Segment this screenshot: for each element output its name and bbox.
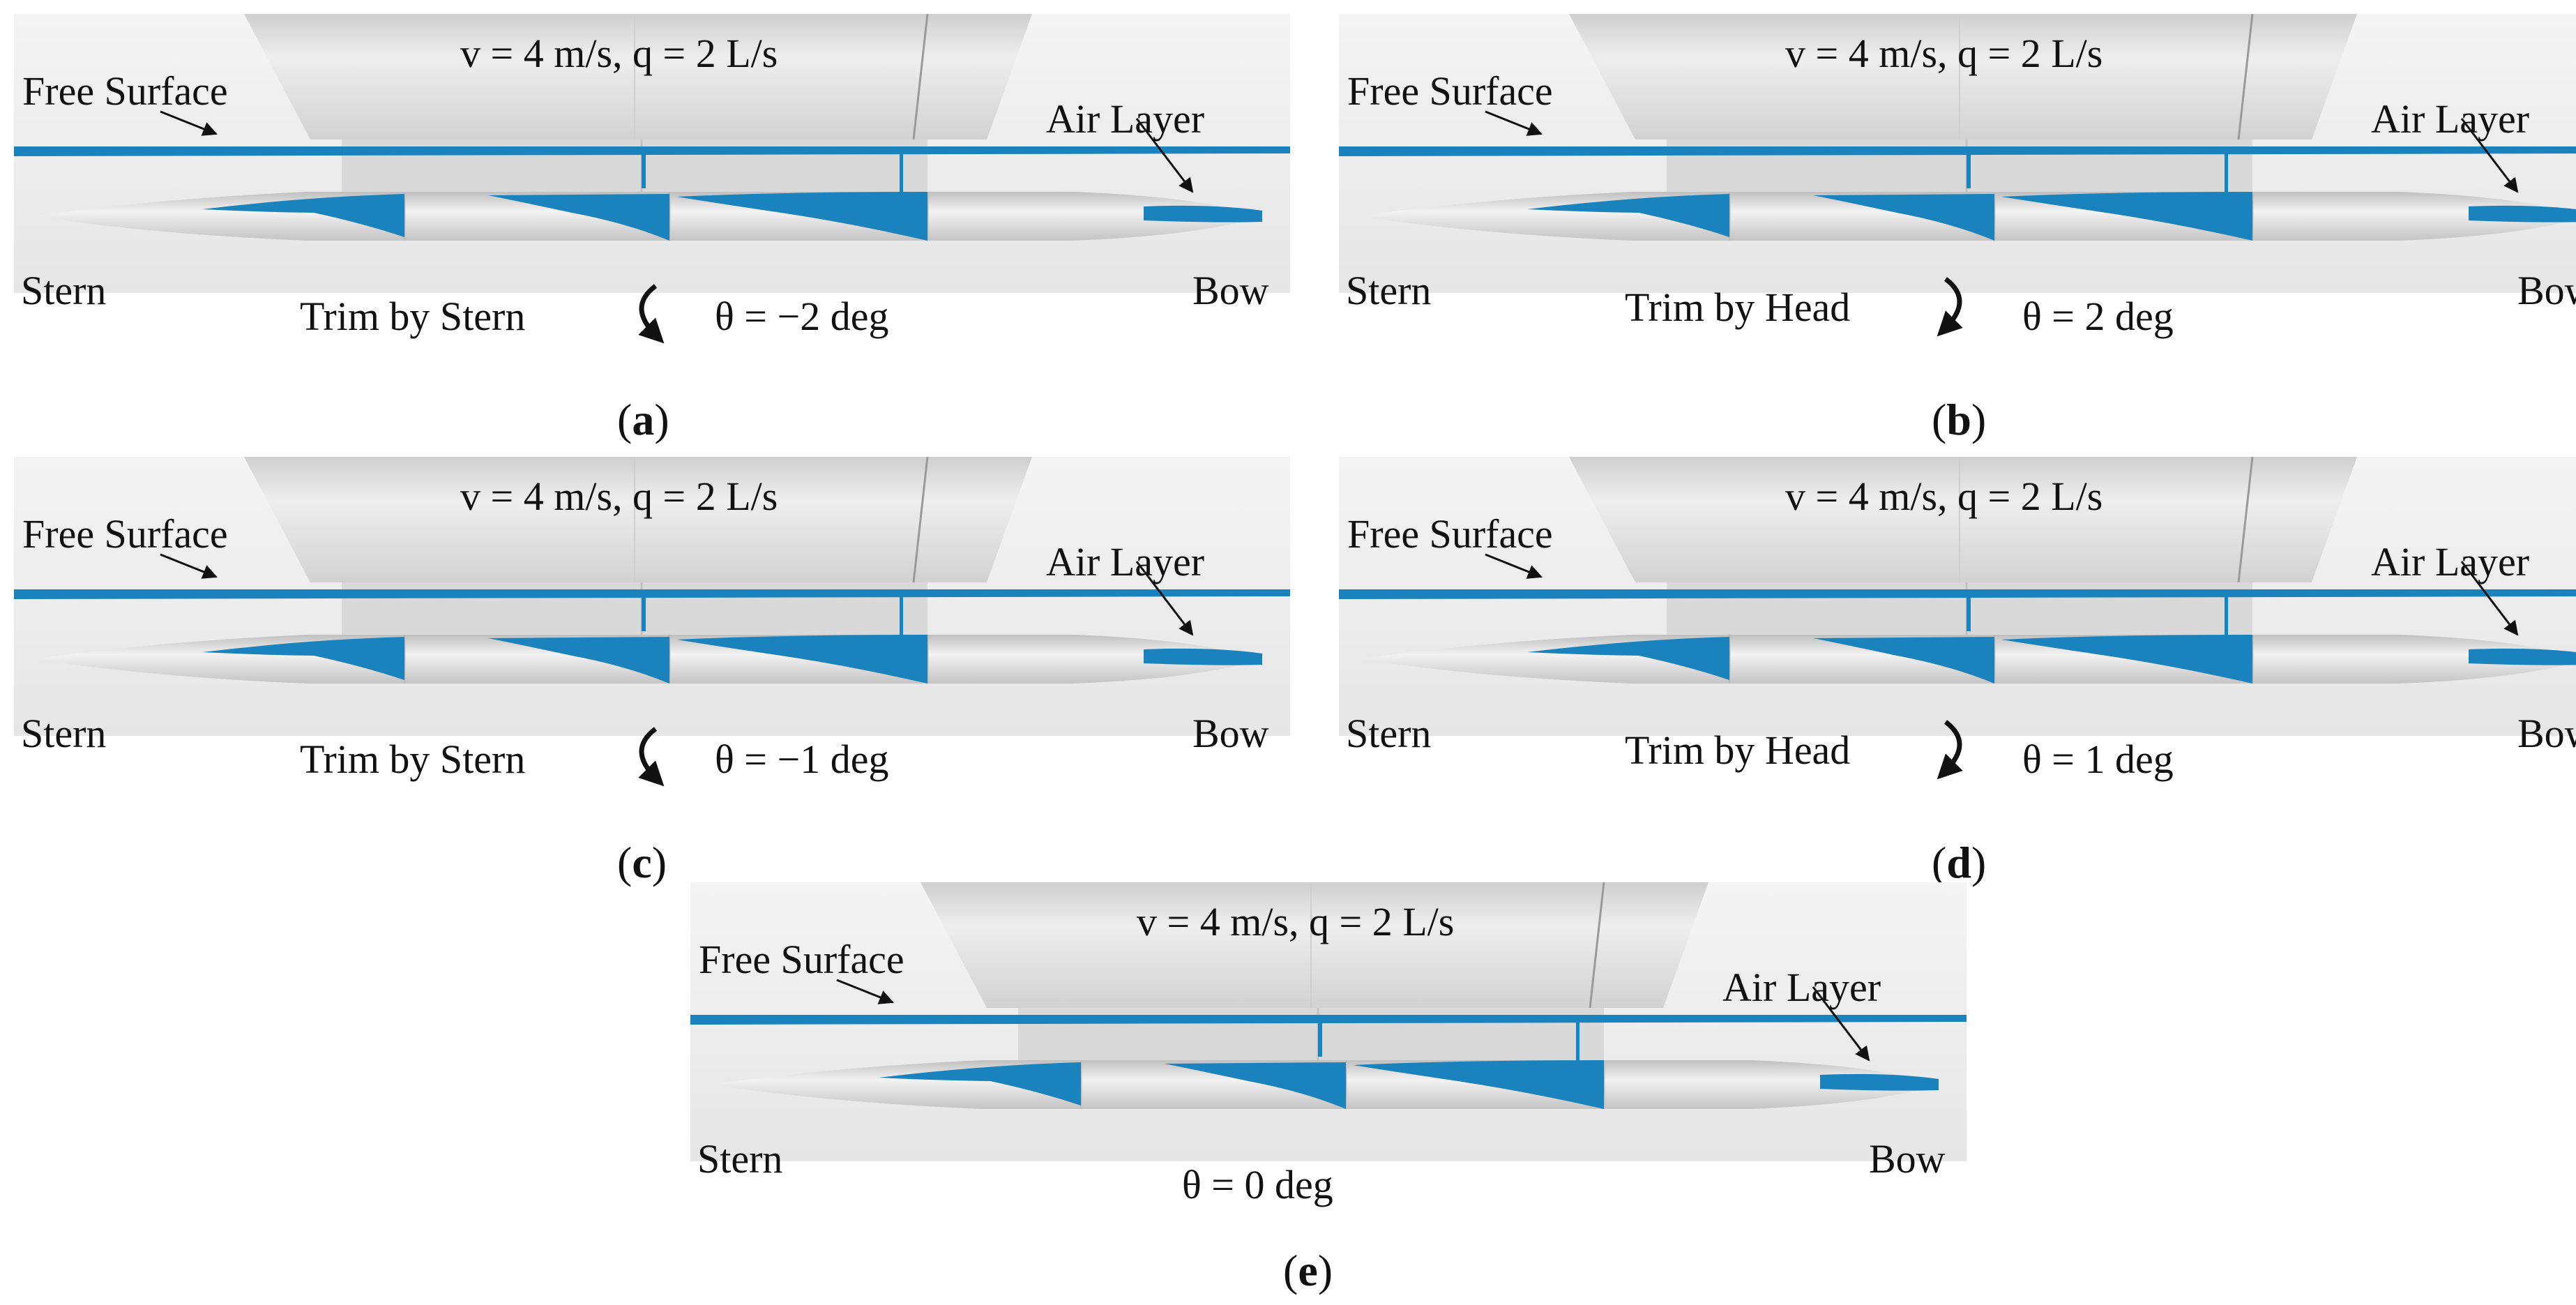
- trim-label: Trim by Head: [1625, 727, 1851, 773]
- theta-label: θ = −2 deg: [715, 294, 889, 339]
- caption-letter: d: [1946, 838, 1971, 887]
- trim-label: Trim by Stern: [300, 737, 526, 782]
- caption-letter: c: [632, 838, 652, 887]
- free-surface-label: Free Surface: [1347, 511, 1553, 557]
- air-layer-label: Air Layer: [1722, 965, 1881, 1010]
- theta-label: θ = −1 deg: [715, 737, 889, 782]
- clockwise-arrow-icon: [1937, 720, 1963, 780]
- panel-d: v = 4 m/s, q = 2 L/s Free Surface Air La…: [1339, 457, 2576, 780]
- air-layer-label: Air Layer: [1046, 96, 1205, 142]
- trim-label: Trim by Stern: [300, 294, 526, 339]
- stern-label: Stern: [1346, 268, 1432, 313]
- bow-label: Bow: [1192, 268, 1269, 313]
- condition-label: v = 4 m/s, q = 2 L/s: [1785, 31, 2103, 76]
- caption-b: (b): [1932, 395, 1987, 444]
- clockwise-arrow-icon: [1937, 277, 1963, 337]
- stern-label: Stern: [1346, 711, 1432, 756]
- theta-label: θ = 2 deg: [2022, 294, 2174, 339]
- counterclockwise-arrow-icon: [638, 284, 665, 344]
- stern-label: Stern: [697, 1136, 783, 1182]
- bow-label: Bow: [1869, 1136, 1946, 1182]
- caption-d: (d): [1932, 838, 1987, 887]
- caption-letter: a: [632, 395, 655, 444]
- caption-letter: e: [1298, 1246, 1318, 1295]
- stern-label: Stern: [21, 268, 107, 313]
- free-surface-label: Free Surface: [22, 68, 228, 114]
- condition-label: v = 4 m/s, q = 2 L/s: [460, 474, 778, 519]
- free-surface-label: Free Surface: [22, 511, 228, 557]
- bow-label: Bow: [2517, 268, 2576, 313]
- caption-e: (e): [1283, 1246, 1333, 1295]
- air-layer-label: Air Layer: [1046, 539, 1205, 584]
- panel-e: v = 4 m/s, q = 2 L/s Free Surface Air La…: [690, 882, 1967, 1205]
- condition-label: v = 4 m/s, q = 2 L/s: [1137, 899, 1455, 944]
- caption-a: (a): [617, 395, 669, 444]
- condition-label: v = 4 m/s, q = 2 L/s: [1785, 474, 2103, 519]
- condition-label: v = 4 m/s, q = 2 L/s: [460, 31, 778, 76]
- caption-c: (c): [617, 838, 667, 887]
- air-layer-label: Air Layer: [2371, 539, 2530, 584]
- bow-label: Bow: [2517, 711, 2576, 756]
- theta-label: θ = 0 deg: [1182, 1162, 1333, 1207]
- free-surface-label: Free Surface: [1347, 68, 1553, 114]
- bow-label: Bow: [1192, 711, 1269, 756]
- caption-letter: b: [1946, 395, 1971, 444]
- counterclockwise-arrow-icon: [638, 727, 665, 787]
- theta-label: θ = 1 deg: [2022, 737, 2174, 782]
- panel-c: v = 4 m/s, q = 2 L/s Free Surface Air La…: [14, 457, 1290, 787]
- stern-label: Stern: [21, 711, 107, 756]
- panel-a: v = 4 m/s, q = 2 L/s Free Surface Air La…: [14, 14, 1290, 344]
- panel-b: v = 4 m/s, q = 2 L/s Free Surface Air La…: [1339, 14, 2576, 337]
- trim-label: Trim by Head: [1625, 285, 1851, 330]
- air-layer-label: Air Layer: [2371, 96, 2530, 142]
- free-surface-label: Free Surface: [699, 937, 904, 982]
